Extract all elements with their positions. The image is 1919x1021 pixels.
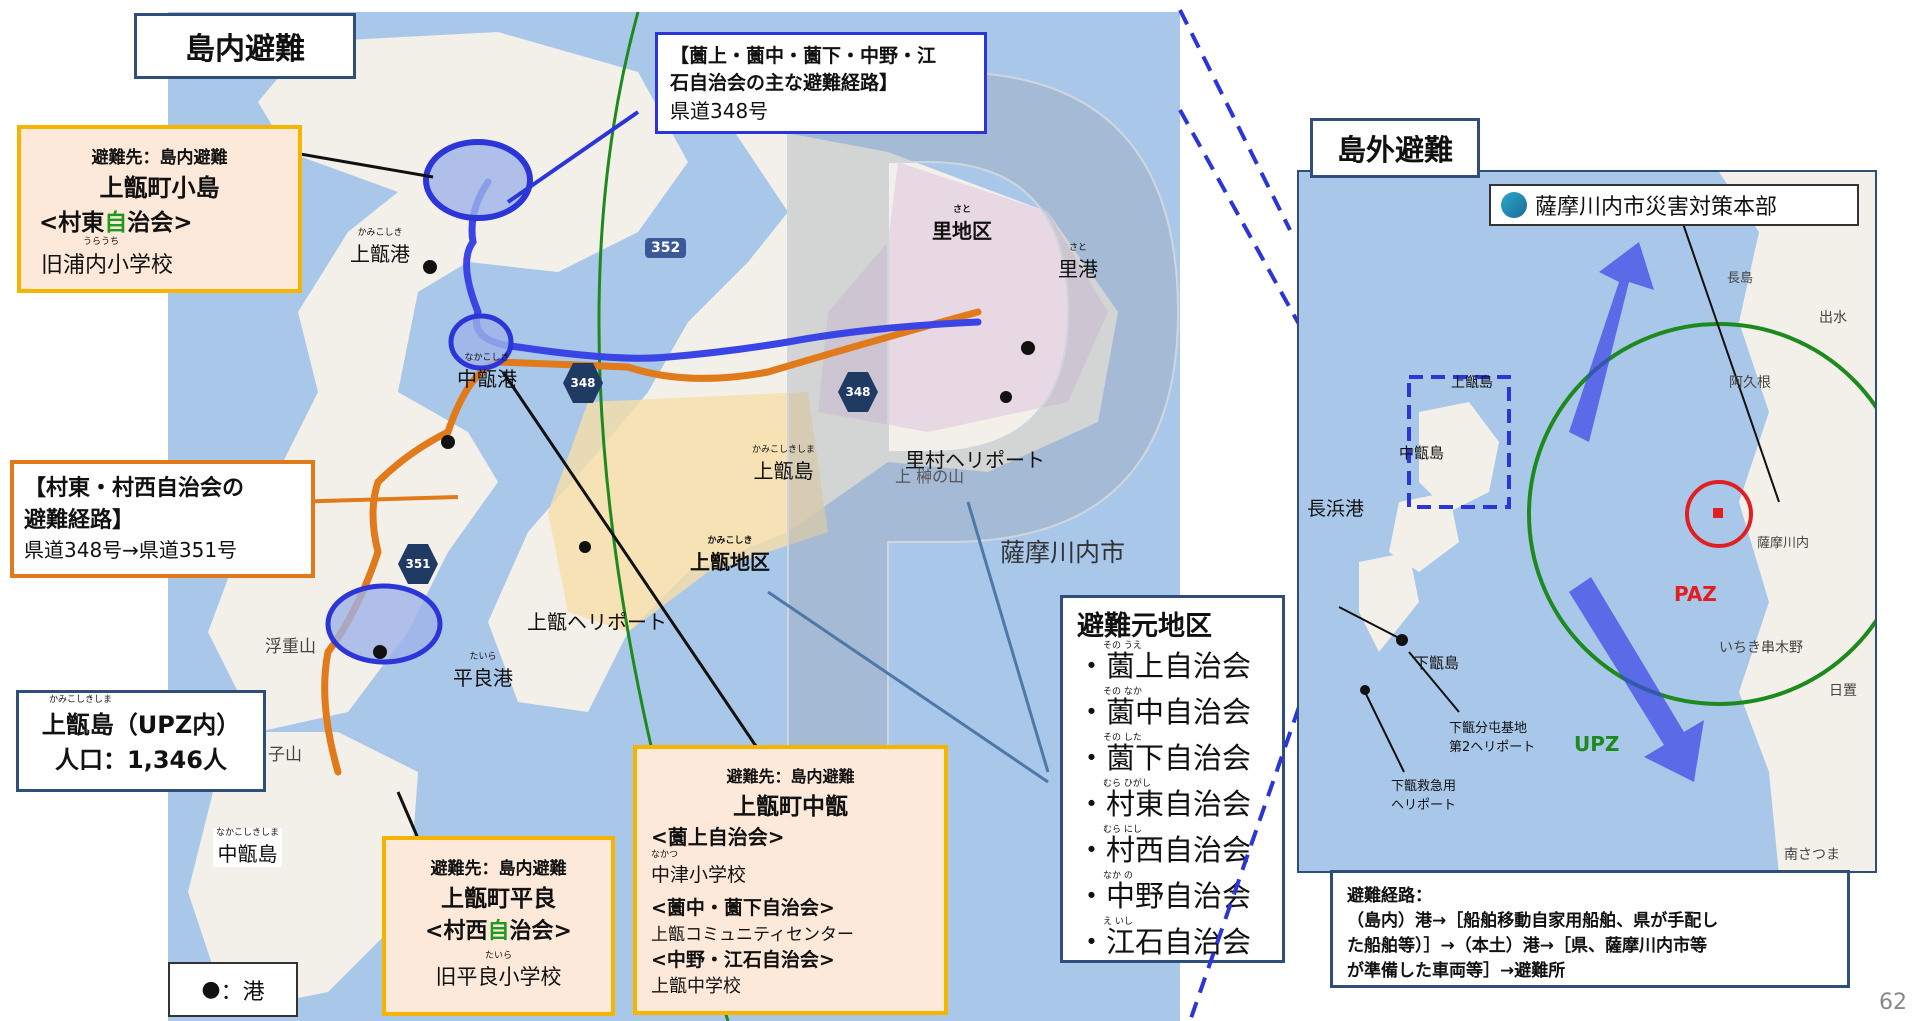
area-item: その した・薗下自治会 bbox=[1077, 733, 1252, 775]
site-taira bbox=[325, 583, 443, 665]
label-nakakoshiki-port: なかこしき中甑港 bbox=[457, 353, 517, 391]
heliport-shimo bbox=[1360, 685, 1370, 695]
port-sato bbox=[1021, 341, 1035, 355]
outer-map-svg bbox=[1338, 172, 1875, 871]
box-main-route: 【薗上・薗中・薗下・中野・江 石自治会の主な避難経路】 県道348号 bbox=[655, 32, 987, 134]
label-nakakoshiki-island: なかこしきしま中甑島 bbox=[213, 828, 283, 867]
pointer-taira bbox=[396, 791, 422, 844]
city-logo-icon bbox=[1501, 192, 1527, 218]
legend-port: ●：港 bbox=[168, 962, 298, 1017]
box-evac-nakakoshiki: 避難先：島内避難 上甑町中甑 <薗上自治会> なかつ 中津小学校 <薗中・薗下自… bbox=[633, 745, 948, 1015]
label-kamikoshiki-island: かみこしきしま上甑島 bbox=[752, 445, 816, 483]
box-island-population: かみこしきしま 上甑島（UPZ内） 人口：1,346人 bbox=[16, 690, 266, 792]
outer-label-hioki: 日置 bbox=[1829, 683, 1857, 699]
title-outer-evacuation: 島外避難 bbox=[1310, 118, 1480, 178]
pointer-areas-1 bbox=[767, 590, 1049, 784]
outer-label-kamikoshiki: 上甑島 bbox=[1451, 375, 1493, 391]
port-nagahama bbox=[1396, 634, 1408, 646]
area-item: その なか・薗中自治会 bbox=[1077, 687, 1252, 729]
outer-label-nakakoshiki: 中甑島 bbox=[1399, 444, 1445, 462]
port-taira bbox=[373, 645, 387, 659]
label-kamikoshiki-district: かみこしき上甑地区 bbox=[690, 536, 770, 574]
arrow-north bbox=[1569, 242, 1654, 442]
outer-label-nagashima: 長島 bbox=[1727, 271, 1754, 286]
paz-circle bbox=[1685, 480, 1753, 548]
area-item: むら ひがし・村東自治会 bbox=[1077, 779, 1252, 821]
title-inner-evacuation: 島内避難 bbox=[134, 13, 356, 79]
label-koyama: 子山 bbox=[268, 745, 302, 765]
route-orange bbox=[321, 308, 982, 776]
box-evac-taira: 避難先：島内避難 上甑町平良 <村西自治会> たいら 旧平良小学校 bbox=[382, 836, 615, 1016]
outer-label-shimokoshiki: 下甑島 bbox=[1414, 654, 1460, 672]
label-kamikoshiki-port: かみこしき上甑港 bbox=[350, 228, 410, 266]
label-kamikoshiki-heliport: 上甑ヘリポート bbox=[527, 610, 667, 634]
outer-label-ichikikushikino: いちき串木野 bbox=[1719, 640, 1803, 656]
heliport-satomura bbox=[1000, 391, 1012, 403]
label-satsumasendai: 薩摩川内市 bbox=[1000, 538, 1126, 567]
road-badge-351: 351 bbox=[398, 544, 438, 584]
outer-label-satsumasendai: 薩摩川内 bbox=[1757, 536, 1810, 551]
box-source-areas: 避難元地区 その うえ・薗上自治会 その なか・薗中自治会 その した・薗下自治… bbox=[1060, 595, 1285, 963]
district-sato bbox=[818, 162, 1108, 432]
road-badge-348: 348 bbox=[563, 363, 603, 403]
site-kojima bbox=[423, 139, 533, 221]
route-blue bbox=[463, 178, 982, 362]
label-ukiomoyama: 浮重山 bbox=[265, 637, 316, 657]
upz-label: UPZ bbox=[1574, 732, 1620, 756]
label-satomura-heliport: 里村ヘリポート bbox=[905, 448, 1045, 472]
pointer-muraroute bbox=[287, 495, 459, 504]
inner-map-svg bbox=[188, 12, 1180, 1021]
label-sato-port: さと里港 bbox=[1058, 243, 1098, 281]
outer-label-minamisatsuma: 南さつま bbox=[1784, 847, 1840, 863]
islands-outer bbox=[1359, 402, 1499, 652]
heliport-kamikoshiki bbox=[579, 541, 591, 553]
outer-label-akune: 阿久根 bbox=[1729, 375, 1771, 391]
outer-label-nagahama: 長浜港 bbox=[1307, 498, 1365, 520]
mainland bbox=[1719, 172, 1875, 871]
pointer-nakakoshiki bbox=[501, 371, 770, 765]
arrow-south bbox=[1569, 577, 1704, 782]
inner-map bbox=[168, 12, 1180, 1021]
area-item: むら にし・村西自治会 bbox=[1077, 825, 1252, 867]
outer-label-base-heliport: 下甑分屯基地 第2ヘリポート bbox=[1449, 721, 1536, 755]
label-taira-port: たいら平良港 bbox=[453, 652, 513, 690]
label-sakakinoyama: 上 榊の山 bbox=[895, 467, 965, 486]
paz-label: PAZ bbox=[1674, 582, 1717, 606]
outer-map: 薩摩川内市災害対策本部 上甑島 中甑島 長浜港 下甑島 下甑分屯基地 第2ヘリポ… bbox=[1297, 170, 1877, 873]
area-item: その うえ・薗上自治会 bbox=[1077, 641, 1252, 683]
zoom-box bbox=[1407, 375, 1511, 509]
site-nakakoshiki bbox=[448, 313, 514, 371]
road-badge-352: 352 bbox=[645, 238, 687, 258]
port-kamikoshiki bbox=[423, 260, 437, 274]
district-kamikoshiki bbox=[548, 392, 828, 632]
box-evac-kojima: 避難先：島内避難 上甑町小島 <村東自治会> うらうち 旧浦内小学校 bbox=[17, 125, 302, 293]
land-south bbox=[188, 732, 418, 1012]
npp-marker bbox=[1713, 508, 1723, 518]
outer-label-izumi: 出水 bbox=[1819, 310, 1847, 326]
port-nakakoshiki bbox=[441, 435, 455, 449]
land-north bbox=[208, 32, 688, 732]
pointer-route-main bbox=[506, 110, 640, 204]
outer-label-emergency-heliport: 下甑救急用 ヘリポート bbox=[1391, 779, 1457, 813]
upz-circle bbox=[1527, 322, 1875, 706]
hq-label: 薩摩川内市災害対策本部 bbox=[1489, 184, 1859, 226]
pointer-areas-2 bbox=[966, 501, 1050, 773]
box-route-note: 避難経路： （島内）港→［船舶移動自家用船舶、県が手配し た船舶等）］→（本土）… bbox=[1330, 870, 1850, 988]
road-badge-348-east: 348 bbox=[838, 372, 878, 412]
label-sato-district: さと里地区 bbox=[932, 205, 992, 243]
page-number: 62 bbox=[1879, 990, 1907, 1015]
watermark-p bbox=[787, 71, 1180, 763]
area-item: なか の・中野自治会 bbox=[1077, 871, 1252, 913]
box-village-route: 【村東・村西自治会の 避難経路】 県道348号→県道351号 bbox=[10, 460, 315, 578]
